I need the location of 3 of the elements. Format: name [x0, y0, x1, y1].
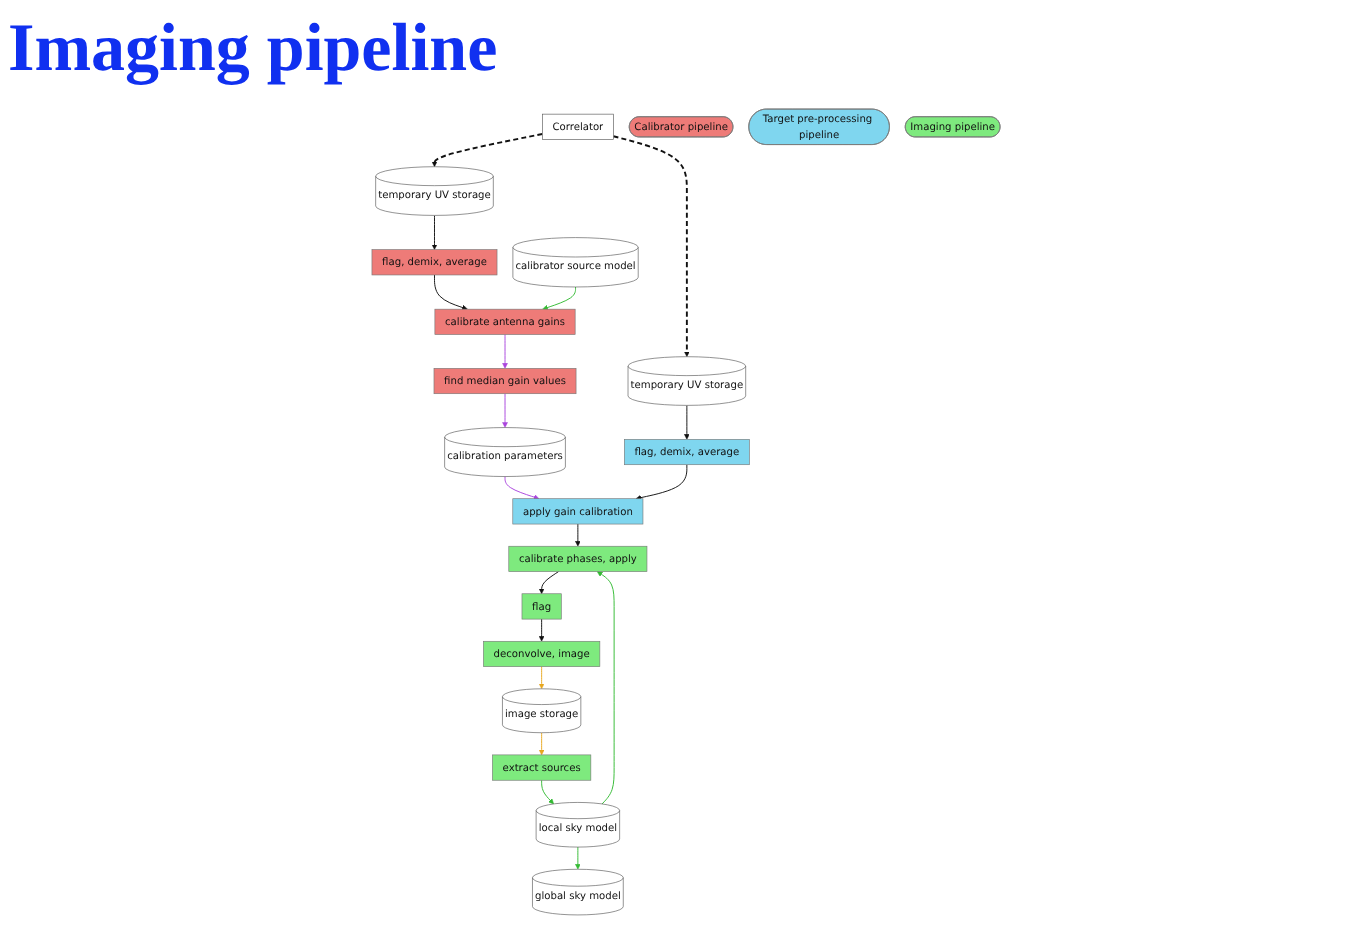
arrow — [431, 133, 544, 167]
arrow — [612, 135, 690, 357]
title: Imaging pipeline — [8, 12, 498, 88]
